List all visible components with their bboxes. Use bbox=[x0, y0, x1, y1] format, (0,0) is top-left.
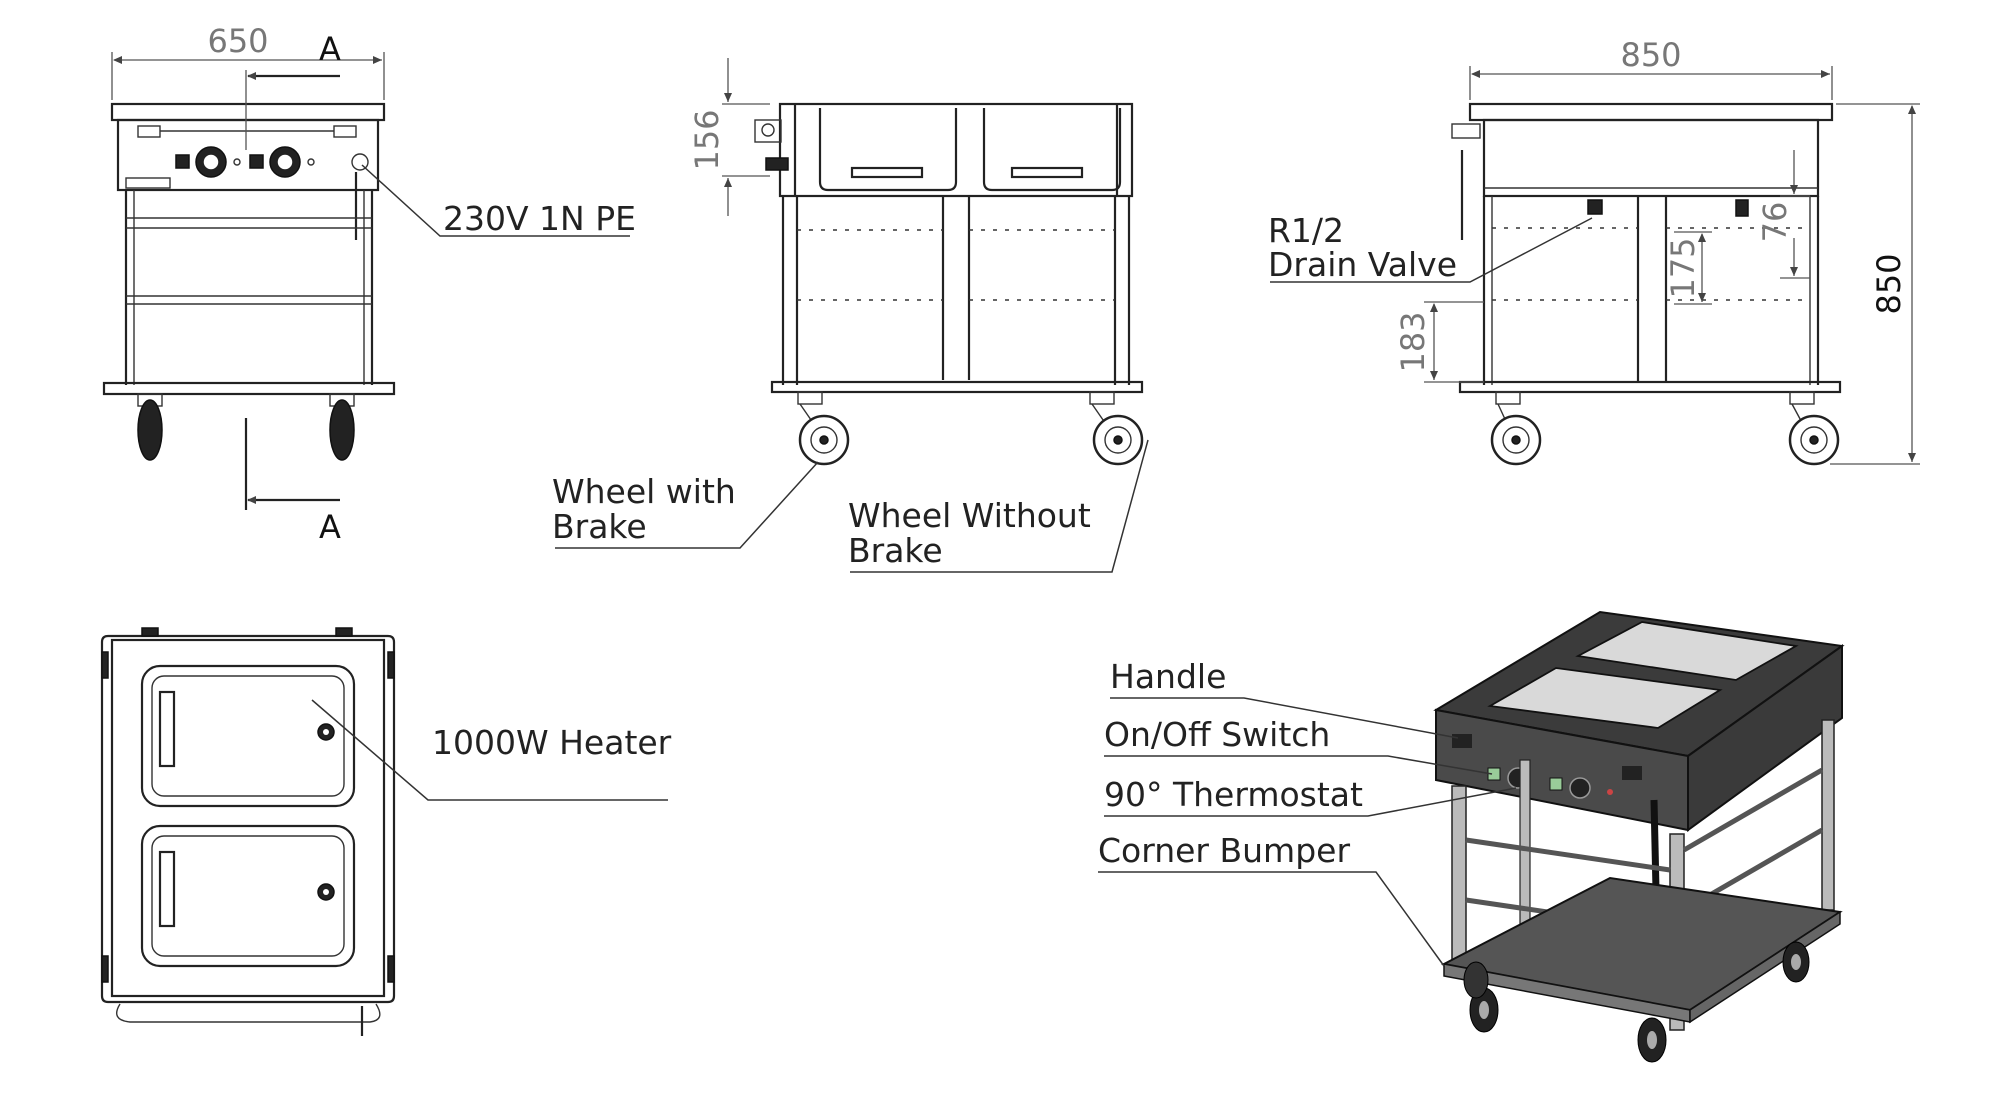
section-marker-top: A bbox=[319, 30, 341, 68]
drain-label-line2: Drain Valve bbox=[1268, 245, 1457, 284]
section-marker-bottom: A bbox=[319, 508, 341, 546]
side-height-dimension: 850 bbox=[1870, 253, 1908, 314]
top-view: 1000W Heater bbox=[100, 627, 672, 1036]
isometric-view: Handle On/Off Switch 90° Thermostat Corn… bbox=[1098, 610, 1845, 1063]
pan-offset-dimension: 175 bbox=[1664, 237, 1702, 298]
shelf-height-dimension: 183 bbox=[1394, 311, 1432, 372]
tray-depth-dimension: 156 bbox=[688, 109, 726, 170]
drain-label-line1: R1/2 bbox=[1268, 211, 1344, 250]
thermostat-label: 90° Thermostat bbox=[1104, 775, 1363, 814]
wheel-brake-label-line2: Brake bbox=[552, 507, 647, 546]
front-view: 650 A A 230V 1N PE bbox=[102, 22, 636, 546]
handle-label: Handle bbox=[1110, 657, 1226, 696]
switch-label: On/Off Switch bbox=[1104, 715, 1330, 754]
power-label: 230V 1N PE bbox=[443, 199, 636, 238]
wheel-brake-label-line1: Wheel with bbox=[552, 472, 736, 511]
side-view: 850 850 76 175 183 R1/2 Drain Valve bbox=[1268, 36, 1920, 466]
bumper-label: Corner Bumper bbox=[1098, 831, 1350, 870]
wheel-nobrake-label-line1: Wheel Without bbox=[848, 496, 1091, 535]
side-width-dimension: 850 bbox=[1620, 36, 1681, 74]
heater-label: 1000W Heater bbox=[432, 723, 672, 762]
wheel-nobrake-label-line2: Brake bbox=[848, 531, 943, 570]
front-width-dimension: 650 bbox=[207, 22, 268, 60]
valve-height-dimension: 76 bbox=[1756, 202, 1794, 243]
section-view: 156 Wheel with Brake Wheel Without Brake bbox=[552, 58, 1149, 573]
